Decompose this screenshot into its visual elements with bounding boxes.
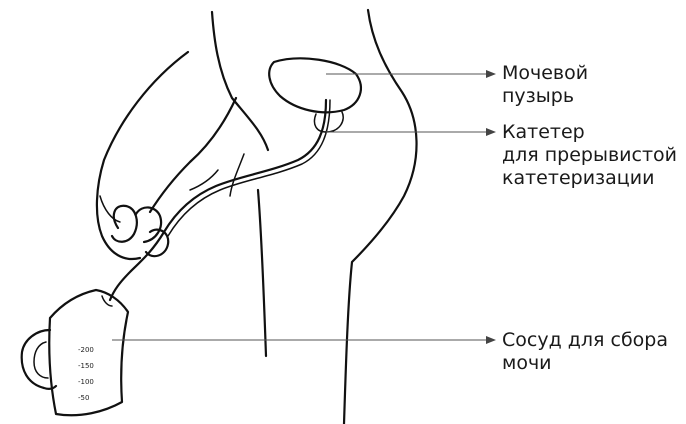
label-container-line1: Сосуд для сбора	[502, 329, 668, 352]
arrow-container-icon	[486, 336, 496, 344]
scale-mark: -200	[78, 346, 94, 354]
scale-mark: -100	[78, 378, 94, 386]
bladder	[269, 58, 361, 132]
arrow-catheter-icon	[486, 128, 496, 136]
scale-mark: -50	[78, 394, 89, 402]
label-catheter-line1: Катетер	[502, 121, 677, 144]
scale-mark: -150	[78, 362, 94, 370]
container-scale: -200 -150 -100 -50	[78, 346, 94, 402]
label-bladder-line1: Мочевой	[502, 62, 588, 85]
label-container: Сосуд для сбора мочи	[502, 329, 668, 375]
label-container-line2: мочи	[502, 352, 668, 375]
urine-container: -200 -150 -100 -50	[22, 290, 128, 415]
arrow-bladder-icon	[486, 70, 496, 78]
label-catheter: Катетер для прерывистой катетеризации	[502, 121, 677, 190]
body-outline	[212, 10, 417, 424]
label-catheter-line2: для прерывистой	[502, 144, 677, 167]
hand	[97, 52, 244, 259]
label-bladder-line2: пузырь	[502, 85, 588, 108]
label-bladder: Мочевой пузырь	[502, 62, 588, 108]
label-catheter-line3: катетеризации	[502, 167, 677, 190]
catheter-tube	[110, 100, 330, 300]
leader-lines	[112, 70, 496, 344]
